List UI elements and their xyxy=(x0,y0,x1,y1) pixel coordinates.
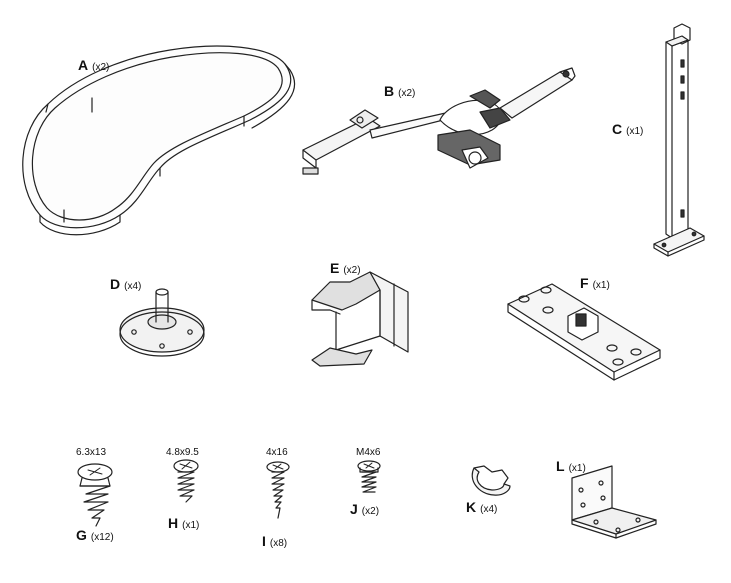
label-e-letter: E xyxy=(330,260,340,276)
label-k-letter: K xyxy=(466,499,477,515)
size-h: 4.8x9.5 xyxy=(166,447,199,458)
label-g-letter: G xyxy=(76,527,87,543)
label-i: I(x8) xyxy=(262,534,287,550)
label-c-qty: (x1) xyxy=(626,126,644,137)
size-i: 4x16 xyxy=(266,447,288,458)
part-j-screw xyxy=(357,460,381,493)
label-c: C(x1) xyxy=(612,122,643,138)
part-e-corner-bracket xyxy=(311,271,409,367)
label-k-qty: (x4) xyxy=(480,504,498,515)
size-j: M4x6 xyxy=(356,447,381,458)
label-l-qty: (x1) xyxy=(568,463,586,474)
label-a: A(x2) xyxy=(78,58,109,74)
label-i-qty: (x8) xyxy=(269,538,288,549)
part-l-bracket xyxy=(571,465,657,539)
part-f-mounting-plate xyxy=(507,283,661,381)
label-d: D(x4) xyxy=(110,277,141,293)
label-l: L(x1) xyxy=(556,459,586,475)
label-d-letter: D xyxy=(110,276,121,292)
label-g-qty: (x12) xyxy=(90,532,114,543)
label-i-letter: I xyxy=(262,533,266,549)
label-f-letter: F xyxy=(580,275,589,291)
label-f: F(x1) xyxy=(580,276,610,292)
label-h: H(x1) xyxy=(168,516,199,532)
label-l-letter: L xyxy=(556,458,565,474)
label-b-letter: B xyxy=(384,83,395,99)
label-d-qty: (x4) xyxy=(124,281,142,292)
part-g-screw xyxy=(77,463,113,527)
label-b: B(x2) xyxy=(384,84,415,100)
label-g: G(x12) xyxy=(76,528,114,544)
part-d-base-pin xyxy=(119,288,205,357)
label-j-letter: J xyxy=(350,501,358,517)
label-a-qty: (x2) xyxy=(92,62,110,73)
part-h-screw xyxy=(173,459,199,503)
part-c-post xyxy=(653,23,705,257)
label-h-qty: (x1) xyxy=(182,520,200,531)
part-k-e-clip xyxy=(471,465,511,496)
label-j-qty: (x2) xyxy=(361,506,380,517)
part-a-shelf xyxy=(22,45,296,236)
label-h-letter: H xyxy=(168,515,179,531)
label-j: J(x2) xyxy=(350,502,379,518)
label-e-qty: (x2) xyxy=(343,265,361,276)
label-k: K(x4) xyxy=(466,500,497,516)
label-e: E(x2) xyxy=(330,261,361,277)
label-c-letter: C xyxy=(612,121,623,137)
label-f-qty: (x1) xyxy=(592,280,610,291)
label-a-letter: A xyxy=(78,57,89,73)
label-b-qty: (x2) xyxy=(398,88,416,99)
part-b-arm-assembly xyxy=(302,67,576,175)
size-g: 6.3x13 xyxy=(76,447,107,458)
part-i-screw xyxy=(266,461,290,519)
